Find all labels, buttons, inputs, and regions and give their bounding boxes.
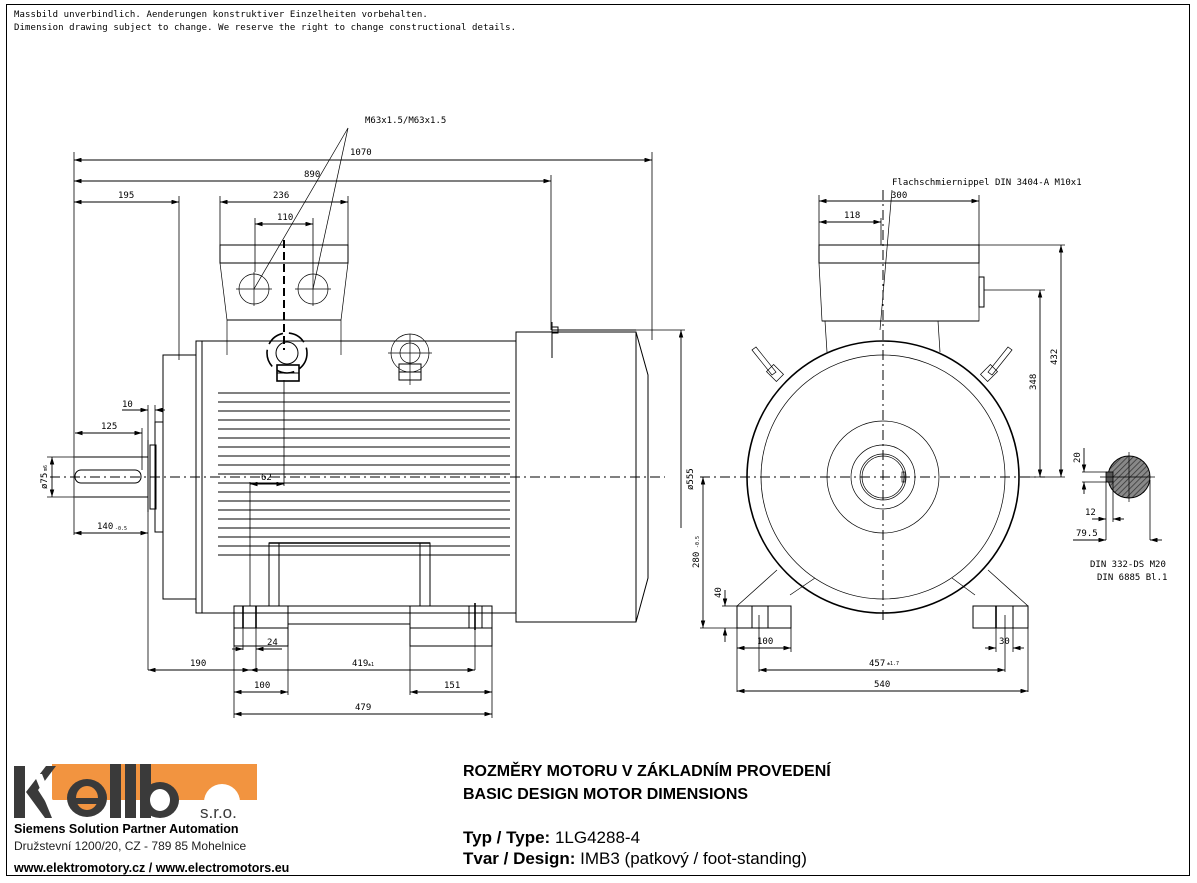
dim-1070: 1070	[350, 148, 372, 158]
dim-419-tol: ±1	[368, 662, 374, 668]
shaft	[74, 440, 149, 512]
dim-140-tol: -0.5	[115, 526, 127, 532]
dim-foot-100: 100	[254, 681, 270, 691]
end-foot-left	[736, 605, 792, 629]
motor-type: Typ / Type: 1LG4288-4	[463, 828, 640, 848]
end-shield-outer	[746, 340, 1020, 614]
lubricator-label: Flachschmiernippel DIN 3404-A M10x1	[892, 178, 1082, 188]
end-foot-right	[972, 605, 1029, 629]
dim-236: 236	[273, 191, 289, 201]
disclaimer-en: Dimension drawing subject to change. We …	[14, 23, 517, 33]
lifting-lug-left	[751, 346, 784, 382]
company-address: Družstevní 1200/20, CZ - 789 85 Mohelnic…	[14, 839, 247, 853]
dim-end-foot-100: 100	[757, 637, 773, 647]
dim-79-5: 79.5	[1076, 529, 1098, 539]
lifting-eye-1	[266, 332, 308, 382]
dim-890: 890	[304, 170, 320, 180]
type-value: 1LG4288-4	[554, 828, 641, 847]
dim-10: 10	[122, 400, 133, 410]
lifting-lug-right	[980, 346, 1013, 382]
technical-drawing: M63x1.5/M63x1.5 1070 890 195 236 110 10 …	[40, 116, 1167, 718]
dim-12: 12	[1085, 508, 1096, 518]
dim-40: 40	[714, 587, 724, 598]
side-view: M63x1.5/M63x1.5 1070 890 195 236 110 10 …	[40, 116, 696, 718]
bottom-border	[6, 875, 1190, 876]
dim-540: 540	[874, 680, 890, 690]
dim-shaft-diameter: ø75	[40, 473, 50, 489]
dim-62: 62	[261, 473, 272, 483]
dim-348: 348	[1029, 374, 1039, 390]
dim-195: 195	[118, 191, 134, 201]
dim-457: 457	[869, 659, 885, 669]
din-standard-1: DIN 332-DS M20	[1090, 560, 1166, 570]
company-logo: s.r.o.	[14, 764, 257, 820]
dim-419: 419	[352, 659, 368, 669]
dim-457-tol: ±1.7	[887, 661, 899, 667]
company-tagline: Siemens Solution Partner Automation	[14, 822, 239, 836]
din-standard-2: DIN 6885 Bl.1	[1097, 573, 1167, 583]
dim-151: 151	[444, 681, 460, 691]
logo-suffix: s.r.o.	[200, 803, 237, 820]
foot-left	[233, 605, 289, 647]
foot-right	[409, 605, 493, 647]
dim-432: 432	[1050, 349, 1060, 365]
design-label: Tvar / Design:	[463, 849, 576, 868]
dim-125: 125	[101, 422, 117, 432]
dim-24: 24	[267, 638, 278, 648]
dim-280: 280	[692, 552, 702, 568]
dim-479: 479	[355, 703, 371, 713]
dim-shaft-diameter-tol: m6	[43, 465, 49, 471]
shaft-key	[74, 469, 142, 484]
dim-140: 140	[97, 522, 113, 532]
design-value: IMB3 (patkový / foot-standing)	[580, 849, 807, 868]
type-label: Typ / Type:	[463, 828, 551, 847]
dim-118: 118	[844, 211, 860, 221]
motor-design: Tvar / Design: IMB3 (patkový / foot-stan…	[463, 849, 807, 869]
end-view: Flachschmiernippel DIN 3404-A M10x1 300 …	[692, 178, 1082, 694]
cooling-fins	[218, 392, 510, 556]
dim-110: 110	[277, 213, 293, 223]
cable-gland-label: M63x1.5/M63x1.5	[365, 116, 446, 126]
terminal-box	[219, 240, 349, 355]
lifting-eye-2	[388, 333, 432, 385]
dim-280-tol: -0.5	[695, 536, 701, 548]
dim-fan-diameter: ø555	[686, 468, 696, 490]
title-czech: ROZMĚRY MOTORU V ZÁKLADNÍM PROVEDENÍ	[463, 763, 831, 780]
title-english: BASIC DESIGN MOTOR DIMENSIONS	[463, 786, 749, 803]
shaft-end	[861, 455, 905, 499]
company-websites[interactable]: www.elektromotory.cz / www.electromotors…	[14, 861, 290, 875]
shaft-section-detail: 20 12 79.5 DIN 332-DS M20 DIN 6885 Bl.1	[1073, 448, 1167, 583]
title-block: s.r.o. Siemens Solution Partner Automati…	[0, 750, 1197, 883]
dim-key-20: 20	[1073, 452, 1083, 463]
dim-190: 190	[190, 659, 206, 669]
dim-300: 300	[891, 191, 907, 201]
dim-30: 30	[999, 637, 1010, 647]
disclaimer-de: Massbild unverbindlich. Aenderungen kons…	[14, 10, 428, 20]
